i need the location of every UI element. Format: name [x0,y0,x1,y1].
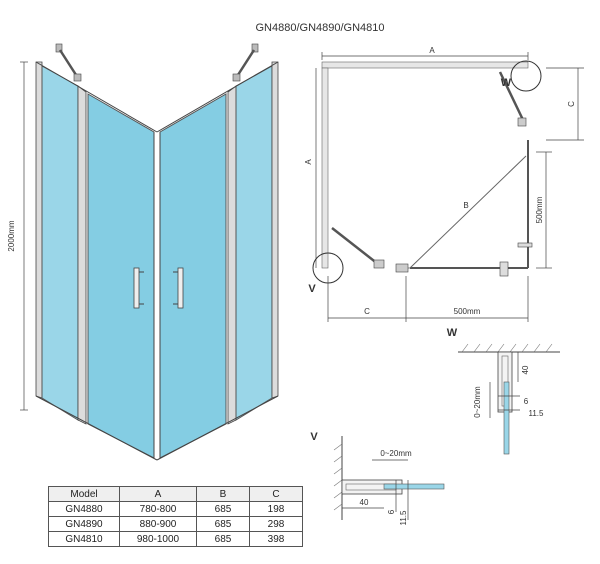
table-header: B [196,486,250,502]
table-cell: 685 [196,516,250,532]
right-door-glass [159,93,227,459]
table-cell: 980-1000 [119,531,197,547]
model-spec-table: Model A B C GN4880 780-800 685 198 GN489… [48,486,303,547]
detail-w-dim-40: 40 [521,365,530,374]
table-row: GN4890 880-900 685 298 [48,516,303,532]
detail-v-dim-6: 6 [387,509,396,514]
detail-circle-w [510,60,542,92]
plan-dim-c-right: C [567,101,576,107]
detail-label-w: W [501,77,512,89]
left-door-glass [87,93,155,459]
detail-v-dim-0-20: 0~20mm [380,449,412,458]
table-row: GN4880 780-800 685 198 [48,501,303,517]
plan-dim-500-right: 500mm [535,196,544,223]
table-header: A [119,486,197,502]
detail-label-v: V [308,283,316,295]
table-cell: 685 [196,531,250,547]
plan-dim-500-bottom: 500mm [454,307,481,316]
plan-dim-a-left: A [304,159,313,165]
detail-w-dim-0-20: 0~20mm [473,386,482,418]
plan-dim-b: B [463,201,468,210]
left-fixed-glass [41,65,79,421]
detail-w-dim-6: 6 [524,397,529,406]
plan-dim-c-bottom: C [364,307,370,316]
detail-w-title: W [447,327,458,339]
detail-w: W 40 0~20mm 6 11.5 [447,327,560,455]
height-label: 2000mm [7,220,16,251]
drawing-title: GN4880/GN4890/GN4810 [255,22,384,34]
detail-v: V 0~20mm 40 6 11.5 [310,431,445,526]
table-cell: GN4880 [48,501,120,517]
table-cell: 198 [249,501,303,517]
table-row: GN4810 980-1000 685 398 [48,531,303,547]
table-cell: 398 [249,531,303,547]
table-cell: 298 [249,516,303,532]
table-header: Model [48,486,120,502]
door-handle-right [173,267,184,309]
plan-view: A A B W V C 500mm [304,46,584,322]
detail-v-dim-40: 40 [360,498,369,507]
detail-w-dim-11-5: 11.5 [529,409,545,418]
table-header-row: Model A B C [48,486,303,502]
door-handle-left [133,267,144,309]
table-cell: 780-800 [119,501,197,517]
table-cell: 685 [196,501,250,517]
wall-bracket-right [232,43,259,82]
wall-bracket-left [55,43,82,82]
plan-dim-a-top: A [429,46,435,55]
detail-v-dim-11-5: 11.5 [399,510,408,526]
table-header: C [249,486,303,502]
table-cell: 880-900 [119,516,197,532]
right-fixed-glass [235,65,273,421]
table-cell: GN4810 [48,531,120,547]
detail-v-title: V [310,431,318,443]
front-view: 2000mm [7,43,279,461]
table-cell: GN4890 [48,516,120,532]
